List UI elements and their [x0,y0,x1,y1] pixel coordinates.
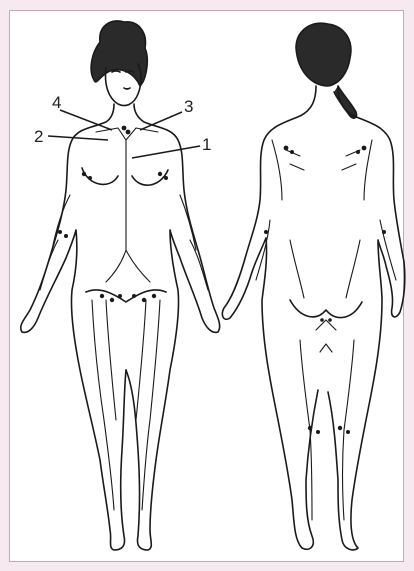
leader-4 [60,110,112,130]
back-vessels-center [316,320,336,352]
back-vessels-arms [256,220,396,280]
back-lymph-nodes [264,146,386,434]
back-vessels-legs [300,340,354,520]
leader-2 [48,136,108,140]
mouth [124,88,130,89]
callout-4: 4 [52,93,61,112]
back-head-hair [296,23,351,86]
callout-3: 3 [184,97,193,116]
arm-vessels-right [180,195,208,290]
callout-leaders [48,110,200,158]
back-vessels-flanks [290,240,360,298]
back-left-outline [222,86,318,549]
back-figure [222,23,404,550]
buttocks [290,300,362,318]
chest [82,168,168,185]
back-vessels-right-shoulder [342,140,372,200]
front-left-outline [21,104,126,550]
callout-2: 2 [34,127,43,146]
hair [91,21,147,86]
back-right-outline-lower [328,240,405,550]
leader-1 [132,146,200,158]
ponytail [334,86,357,118]
back-right-outline [338,86,404,262]
leg-vessels-left [92,300,116,510]
thoracic-duct [106,140,150,282]
front-right-outline [126,104,220,550]
callout-1: 1 [202,135,211,154]
